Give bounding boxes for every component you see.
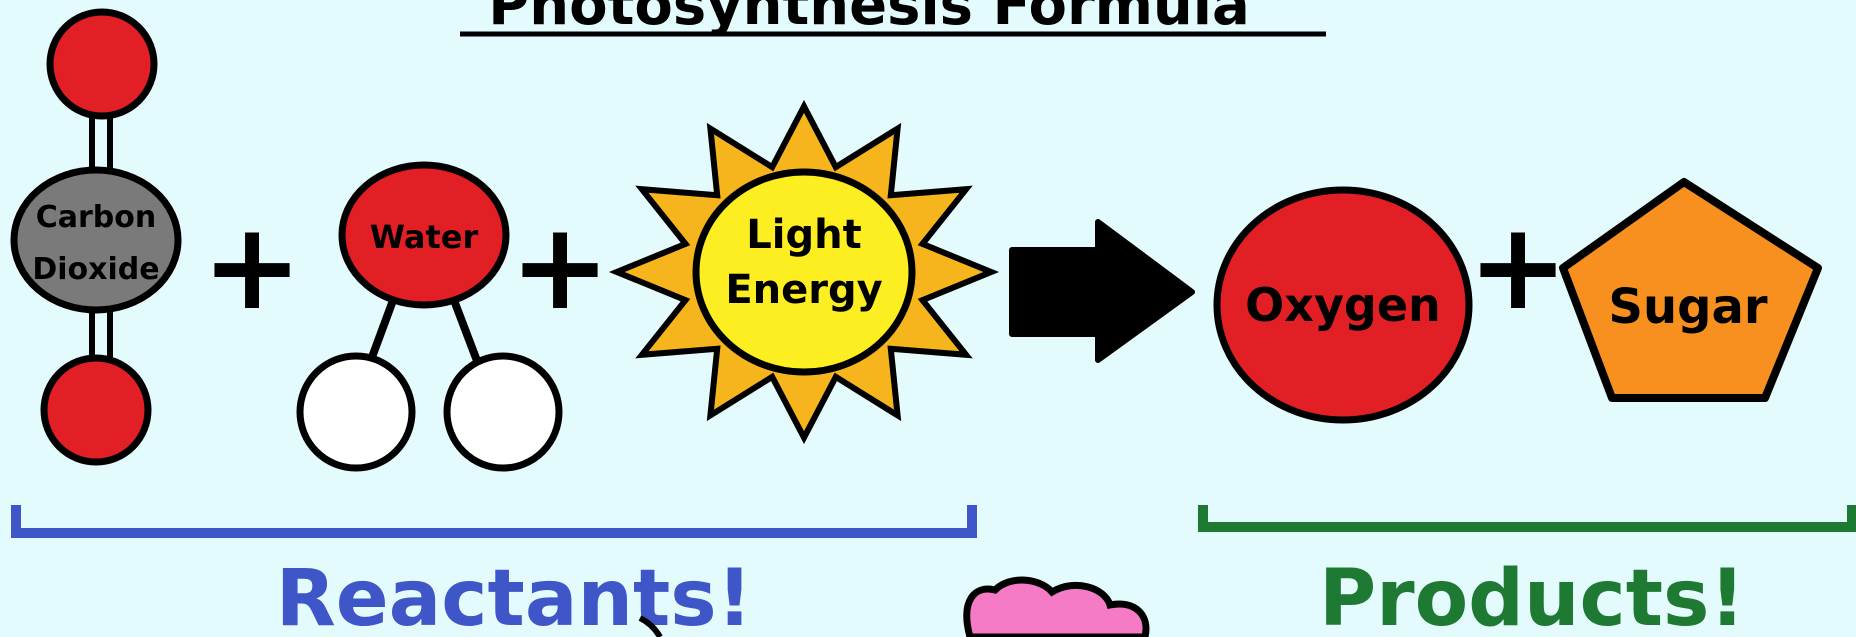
reactants-bracket (11, 505, 977, 538)
water-molecule: Water (296, 161, 563, 472)
sun-core (692, 168, 916, 376)
water-oxygen-atom (338, 161, 510, 309)
oxygen-label: Oxygen (1245, 278, 1441, 332)
reactants-label: Reactants! (276, 554, 753, 637)
carbon-dioxide-molecule: Carbon Dioxide (10, 8, 182, 466)
reaction-arrow-icon (1009, 219, 1195, 363)
oxygen-atom-bottom (40, 354, 152, 466)
products-label: Products! (1319, 554, 1745, 637)
oxygen-product-atom (1213, 186, 1473, 424)
pink-cloud-character (963, 576, 1150, 637)
products-bracket (1198, 505, 1856, 532)
hydrogen-atom-left (296, 352, 416, 472)
water-label: Water (370, 218, 479, 256)
hydrogen-atom-right (443, 352, 563, 472)
sugar-label: Sugar (1608, 279, 1767, 335)
oxygen-atom-top (46, 8, 158, 120)
sugar-pentagon-icon (1559, 178, 1822, 402)
carbon-atom (10, 166, 182, 314)
light-energy-label-line2: Energy (725, 267, 882, 313)
plus-sign-1: + (202, 198, 303, 337)
sugar-product: Sugar (1559, 178, 1822, 402)
plus-sign-2: + (510, 198, 611, 337)
sun-icon: Light Energy (608, 99, 1000, 445)
plus-sign-3: + (1468, 198, 1569, 337)
light-energy-label-line1: Light (746, 212, 861, 258)
carbon-dioxide-label-line1: Carbon (36, 200, 157, 235)
carbon-dioxide-label-line2: Dioxide (32, 252, 159, 287)
oxygen-product: Oxygen (1213, 186, 1473, 424)
reactants-character-fragment (638, 615, 663, 637)
